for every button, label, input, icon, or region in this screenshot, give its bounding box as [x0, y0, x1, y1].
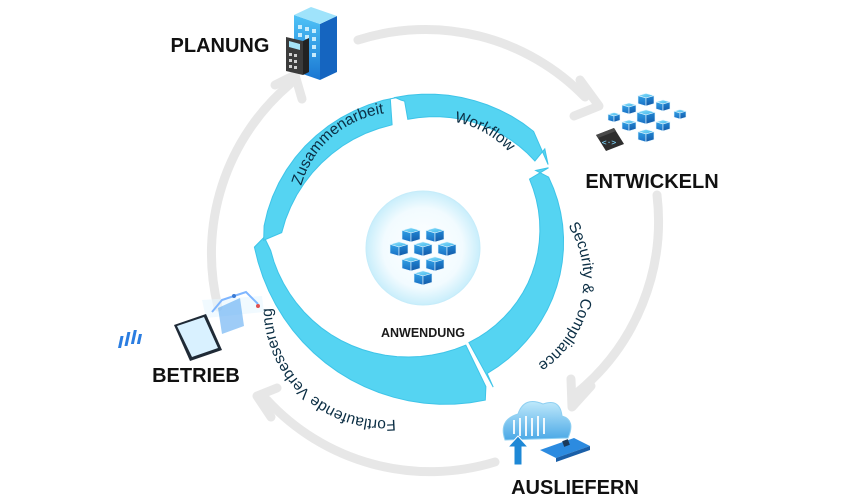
arrowhead-develop: [569, 75, 604, 121]
app-cube: [436, 241, 458, 257]
stage-label-operate: BETRIEB: [152, 365, 240, 387]
arrowhead-operate: [252, 383, 282, 422]
ring-segment-collaboration: [263, 97, 397, 241]
code-cube: [654, 99, 672, 112]
application-cubes-icon: [388, 227, 458, 286]
code-cube: [635, 109, 657, 125]
stage-label-planning: PLANUNG: [171, 35, 270, 57]
building-calculator-icon: [286, 7, 337, 80]
stage-develop: <·> ENTWICKELN: [585, 93, 719, 193]
cycle-arc-develop-to-deliver: [573, 190, 664, 397]
app-cube: [412, 241, 434, 257]
stage-deliver: AUSLIEFERN: [502, 401, 639, 499]
code-cube: [606, 112, 622, 123]
app-cube: [424, 227, 446, 243]
app-cube: [388, 241, 410, 257]
outer-cycle-arrowheads: [252, 70, 604, 422]
app-cube: [400, 227, 422, 243]
code-cube: [636, 93, 656, 107]
code-cube: [672, 109, 688, 120]
stage-label-develop: ENTWICKELN: [585, 171, 718, 193]
code-cube: [654, 119, 672, 132]
code-cubes-icon: [606, 93, 688, 143]
arrowhead-deliver: [566, 374, 596, 412]
monitor-chart-icon: [118, 290, 264, 361]
stage-label-deliver: AUSLIEFERN: [511, 477, 639, 499]
ring-segment-security: [468, 167, 565, 388]
code-cube: [620, 119, 638, 132]
app-cube: [412, 270, 434, 286]
app-cube: [424, 256, 446, 272]
outer-cycle: [206, 25, 664, 477]
cycle-arc-deliver-to-operate: [262, 395, 500, 477]
center-application: ANWENDUNG: [365, 190, 481, 340]
stage-planning: PLANUNG: [171, 7, 337, 80]
arrowhead-planning: [270, 70, 307, 104]
code-cube: [620, 102, 638, 115]
stage-operate: BETRIEB: [118, 290, 264, 387]
center-label: ANWENDUNG: [381, 326, 465, 340]
cloud-deploy-icon: [502, 401, 590, 466]
code-tag-icon: <·>: [596, 128, 624, 151]
svg-text:<·>: <·>: [602, 138, 617, 147]
cycle-arc-plan-to-develop: [353, 25, 590, 102]
ring-segment-workflow: [393, 93, 549, 165]
cycle-arc-operate-to-plan: [206, 79, 295, 312]
code-cube: [636, 129, 656, 143]
ring-segment-improvement: [253, 236, 487, 405]
app-cube: [400, 256, 422, 272]
inner-ring: [253, 93, 565, 405]
